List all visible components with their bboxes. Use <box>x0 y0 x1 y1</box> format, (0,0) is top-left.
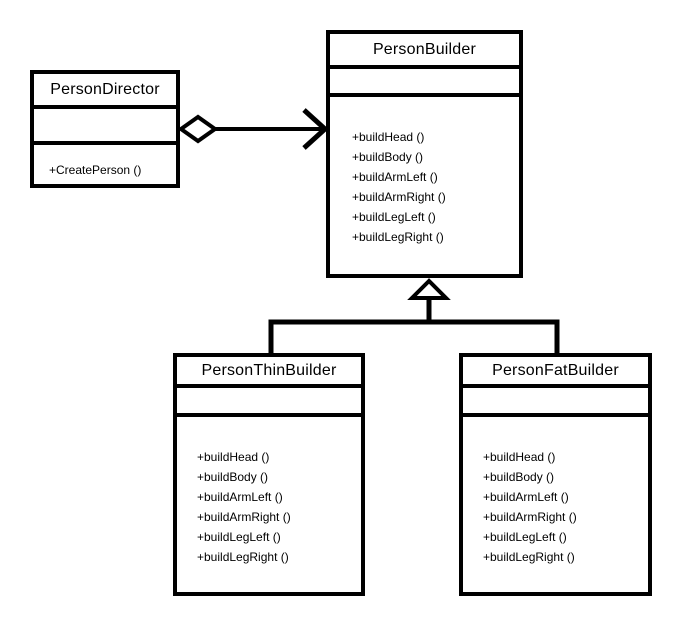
generalization-triangle-icon <box>407 278 451 300</box>
method-label: +buildHead () <box>352 130 425 144</box>
methods-section: +buildHead () +buildBody () +buildArmLeft … <box>177 417 361 592</box>
methods-section: +buildHead () +buildBody () +buildArmLeft … <box>330 97 519 274</box>
aggregation-diamond-icon <box>177 114 219 144</box>
method-label: +buildArmLeft () <box>352 170 438 184</box>
class-name-person-builder: PersonBuilder <box>330 34 519 69</box>
open-arrowhead-icon <box>302 108 329 150</box>
attributes-section <box>177 388 361 417</box>
method-label: +buildLegRight () <box>197 550 289 564</box>
class-box-person-thin-builder: PersonThinBuilder +buildHead () +buildBod… <box>173 353 365 596</box>
method-label: +buildLegLeft () <box>197 530 281 544</box>
method-label: +buildArmLeft () <box>197 490 283 504</box>
method-label: +buildLegLeft () <box>483 530 567 544</box>
generalization-branch-line <box>268 319 560 355</box>
method-label: +buildArmRight () <box>197 510 291 524</box>
attributes-section <box>34 109 176 145</box>
method-label: +buildArmRight () <box>483 510 577 524</box>
method-label: +buildBody () <box>483 470 555 484</box>
method-label: +buildHead () <box>483 450 556 464</box>
attributes-section <box>330 69 519 97</box>
method-label: +buildLegRight () <box>483 550 575 564</box>
method-label: +buildLegLeft () <box>352 210 436 224</box>
method-label: +buildArmRight () <box>352 190 446 204</box>
class-box-person-director: PersonDirector +CreatePerson () <box>30 70 180 188</box>
class-name-person-thin-builder: PersonThinBuilder <box>177 357 361 388</box>
class-name-person-director: PersonDirector <box>34 74 176 109</box>
class-name-person-fat-builder: PersonFatBuilder <box>463 357 648 388</box>
method-label: +buildBody () <box>197 470 269 484</box>
method-label: +buildLegRight () <box>352 230 444 244</box>
methods-section: +buildHead () +buildBody () +buildArmLeft … <box>463 417 648 592</box>
method-label: +buildHead () <box>197 450 270 464</box>
method-label: +buildArmLeft () <box>483 490 569 504</box>
methods-section: +CreatePerson () <box>34 145 176 184</box>
class-box-person-fat-builder: PersonFatBuilder +buildHead () +buildBody… <box>459 353 652 596</box>
method-label: +buildBody () <box>352 150 424 164</box>
class-box-person-builder: PersonBuilder +buildHead () +buildBody ()… <box>326 30 523 278</box>
method-label: +CreatePerson () <box>49 163 142 177</box>
attributes-section <box>463 388 648 417</box>
